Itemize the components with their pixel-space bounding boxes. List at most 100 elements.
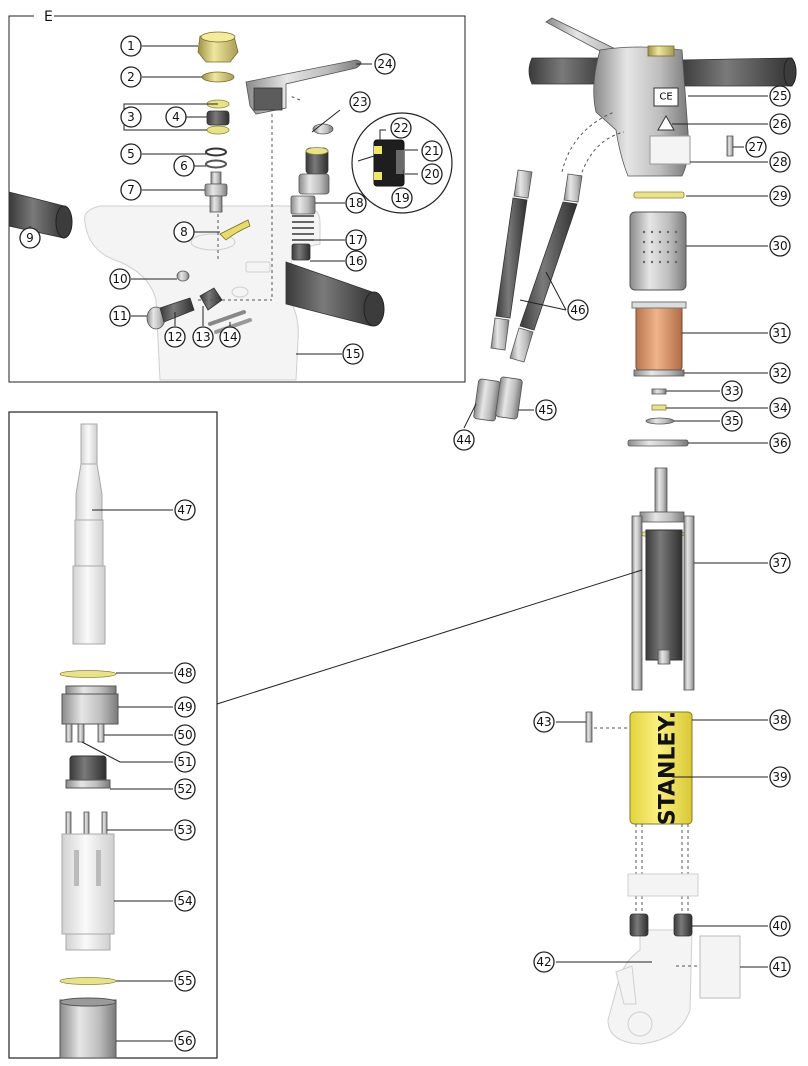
detail-frame-e: E [8,9,466,383]
svg-text:33: 33 [724,384,739,398]
svg-text:43: 43 [536,715,551,729]
callout-12: 12 [164,326,186,348]
callout-34: 34 [769,397,791,419]
seal-ring-lower [206,125,230,135]
callout-16: 16 [345,250,367,272]
callout-32: 32 [769,362,791,384]
callout-38: 38 [769,709,791,731]
main-handle: CE [528,45,797,177]
part-valve-49 [61,685,119,743]
callout-55: 55 [174,970,196,992]
part-outer-sleeve: STANLEY. [629,711,693,825]
callout-13: 13 [192,326,214,348]
svg-text:50: 50 [177,728,192,742]
callout-49: 49 [174,696,196,718]
callout-9: 9 [19,227,41,249]
callout-29: 29 [769,185,791,207]
part-cylinder-37 [631,467,695,691]
svg-text:2: 2 [127,70,135,84]
callout-17: 17 [345,229,367,251]
svg-text:29: 29 [772,189,787,203]
callout-39: 39 [769,766,791,788]
callout-44: 44 [453,429,475,451]
svg-text:39: 39 [772,770,787,784]
part-cylinder-56 [59,997,117,1059]
part-ring-32 [633,369,685,377]
inset-seal-detail [351,112,453,214]
callout-33: 33 [721,380,743,402]
callout-5: 5 [120,143,142,165]
callout-7: 7 [120,179,142,201]
svg-text:17: 17 [348,233,363,247]
svg-text:4: 4 [172,110,180,124]
svg-text:18: 18 [348,196,363,210]
svg-text:41: 41 [772,960,787,974]
part-nut-40a [629,913,649,937]
part-washer-2 [201,71,235,83]
part-seal-34 [651,404,667,411]
callout-36: 36 [769,432,791,454]
callout-52: 52 [174,778,196,800]
o-ring-5 [205,147,227,157]
svg-text:1: 1 [127,39,135,53]
svg-text:9: 9 [26,231,34,245]
svg-text:53: 53 [177,823,192,837]
part-clip [219,219,251,241]
callout-48: 48 [174,662,196,684]
svg-text:34: 34 [772,401,787,415]
callout-54: 54 [174,890,196,912]
svg-text:14: 14 [222,330,237,344]
callout-31: 31 [769,322,791,344]
callout-14: 14 [219,326,241,348]
svg-text:23: 23 [352,95,367,109]
callout-56: 56 [174,1030,196,1052]
ce-mark: CE [659,92,672,103]
callout-27: 27 [745,136,767,158]
svg-text:30: 30 [772,239,787,253]
part-plate-36 [627,439,689,447]
callout-47: 47 [174,499,196,521]
svg-text:44: 44 [456,433,471,447]
svg-text:25: 25 [772,89,787,103]
svg-text:37: 37 [772,556,787,570]
callout-25: 25 [769,85,791,107]
section-label: E [44,9,53,25]
svg-text:27: 27 [748,140,763,154]
callout-19: 19 [391,187,413,209]
detail-leader [216,569,643,705]
svg-text:48: 48 [177,666,192,680]
part-label-41 [699,935,741,999]
leader-lines [29,45,768,1042]
callout-21: 21 [421,140,443,162]
part-valve [204,171,228,213]
callout-45: 45 [535,399,557,421]
svg-text:24: 24 [377,57,392,71]
seal-4 [206,110,230,126]
svg-text:8: 8 [180,225,188,239]
svg-text:16: 16 [348,254,363,268]
callout-1: 1 [120,35,142,57]
callout-37: 37 [769,552,791,574]
callout-group: 1 2 3 4 5 6 7 8 9 10 11 12 13 14 15 16 1… [19,35,791,1052]
part-gasket-29 [633,191,685,199]
callout-28: 28 [769,151,791,173]
part-washer-35 [645,417,675,425]
svg-text:47: 47 [177,503,192,517]
svg-text:55: 55 [177,974,192,988]
callout-46: 46 [567,299,589,321]
svg-text:26: 26 [772,117,787,131]
svg-text:5: 5 [127,147,135,161]
callout-20: 20 [421,163,443,185]
svg-text:52: 52 [177,782,192,796]
part-pin-27 [726,135,734,157]
svg-text:3: 3 [127,110,135,124]
callout-6: 6 [173,155,195,177]
hose-fittings [473,376,523,422]
svg-text:38: 38 [772,713,787,727]
callout-18: 18 [345,192,367,214]
svg-text:19: 19 [394,191,409,205]
svg-text:22: 22 [393,121,408,135]
svg-text:35: 35 [724,414,739,428]
callout-26: 26 [769,113,791,135]
